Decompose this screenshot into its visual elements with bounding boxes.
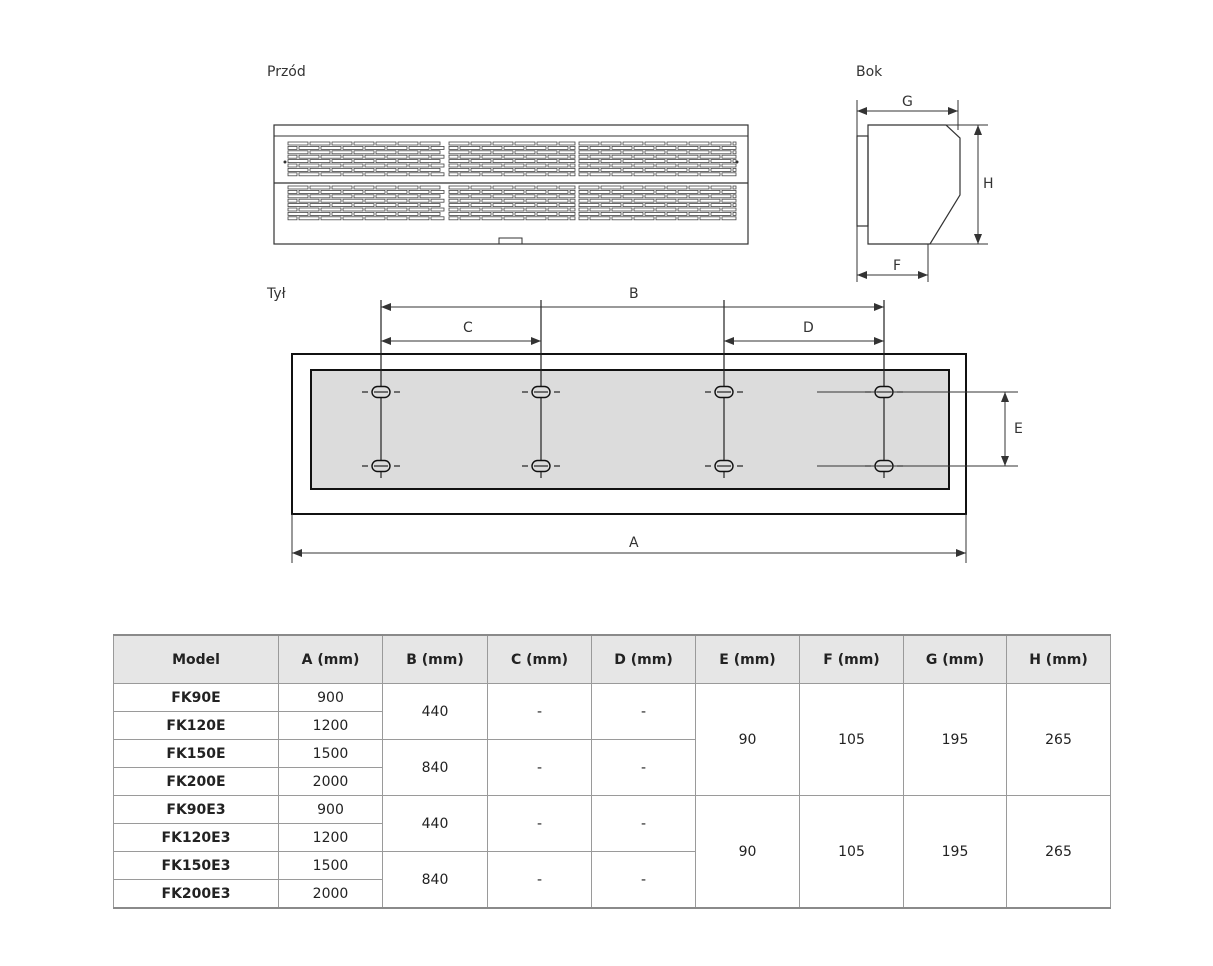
f-cell: 105 (799, 683, 904, 796)
header-e: E (mm) (695, 634, 800, 684)
dim-label-c: C (463, 320, 473, 336)
e-cell: 90 (695, 795, 800, 909)
dim-label-e: E (1014, 421, 1023, 437)
b-cell: 840 (382, 851, 488, 909)
a-cell: 900 (278, 795, 383, 824)
table-row: FK90E3 900 440 - - 90 105 195 265 (113, 795, 1111, 909)
a-cell: 1500 (278, 851, 383, 880)
b-cell: 840 (382, 739, 488, 796)
model-cell: FK200E3 (113, 879, 279, 909)
front-view (273, 124, 749, 245)
c-cell: - (487, 795, 592, 852)
front-view-label: Przód (267, 64, 306, 80)
dim-label-g: G (902, 94, 913, 110)
header-model: Model (113, 634, 279, 684)
side-view-label: Bok (856, 64, 883, 80)
g-cell: 195 (903, 795, 1007, 909)
b-cell: 440 (382, 795, 488, 852)
header-d: D (mm) (591, 634, 696, 684)
d-cell: - (591, 739, 696, 796)
table-row: FK150E 1500 840 - - (113, 739, 1111, 796)
a-cell: 1200 (278, 711, 383, 740)
c-cell: - (487, 739, 592, 796)
h-cell: 265 (1006, 683, 1111, 796)
c-cell: - (487, 683, 592, 740)
a-cell: 2000 (278, 879, 383, 909)
header-a: A (mm) (278, 634, 383, 684)
f-cell: 105 (799, 795, 904, 909)
rear-view (291, 300, 1018, 563)
a-cell: 1500 (278, 739, 383, 768)
model-cell: FK90E (113, 683, 279, 712)
a-cell: 1200 (278, 823, 383, 852)
a-cell: 2000 (278, 767, 383, 796)
header-g: G (mm) (903, 634, 1007, 684)
g-cell: 195 (903, 683, 1007, 796)
dim-label-b: B (629, 286, 639, 302)
dim-label-f: F (893, 258, 901, 274)
dimensions-table: Model A (mm) B (mm) C (mm) D (mm) E (mm)… (113, 634, 1111, 909)
header-f: F (mm) (799, 634, 904, 684)
c-cell: - (487, 851, 592, 909)
header-h: H (mm) (1006, 634, 1111, 684)
header-b: B (mm) (382, 634, 488, 684)
a-cell: 900 (278, 683, 383, 712)
dim-label-h: H (983, 176, 994, 192)
d-cell: - (591, 795, 696, 852)
table-row: FK150E3 1500 840 - - (113, 851, 1111, 909)
rear-view-label: Tył (266, 286, 286, 302)
table-header-row: Model A (mm) B (mm) C (mm) D (mm) E (mm)… (113, 634, 1111, 684)
model-cell: FK90E3 (113, 795, 279, 824)
model-cell: FK200E (113, 767, 279, 796)
table-row: FK200E3 2000 (113, 879, 1111, 909)
front-grille (287, 141, 737, 221)
e-cell: 90 (695, 683, 800, 796)
table-row: FK90E 900 440 - - 90 105 195 265 (113, 683, 1111, 796)
model-cell: FK120E3 (113, 823, 279, 852)
model-cell: FK150E3 (113, 851, 279, 880)
header-c: C (mm) (487, 634, 592, 684)
h-cell: 265 (1006, 795, 1111, 909)
model-cell: FK150E (113, 739, 279, 768)
model-cell: FK120E (113, 711, 279, 740)
dim-label-a: A (629, 535, 639, 551)
side-view (856, 100, 988, 282)
dim-label-d: D (803, 320, 814, 336)
b-cell: 440 (382, 683, 488, 740)
d-cell: - (591, 683, 696, 740)
d-cell: - (591, 851, 696, 909)
table-row: FK200E 2000 (113, 767, 1111, 796)
